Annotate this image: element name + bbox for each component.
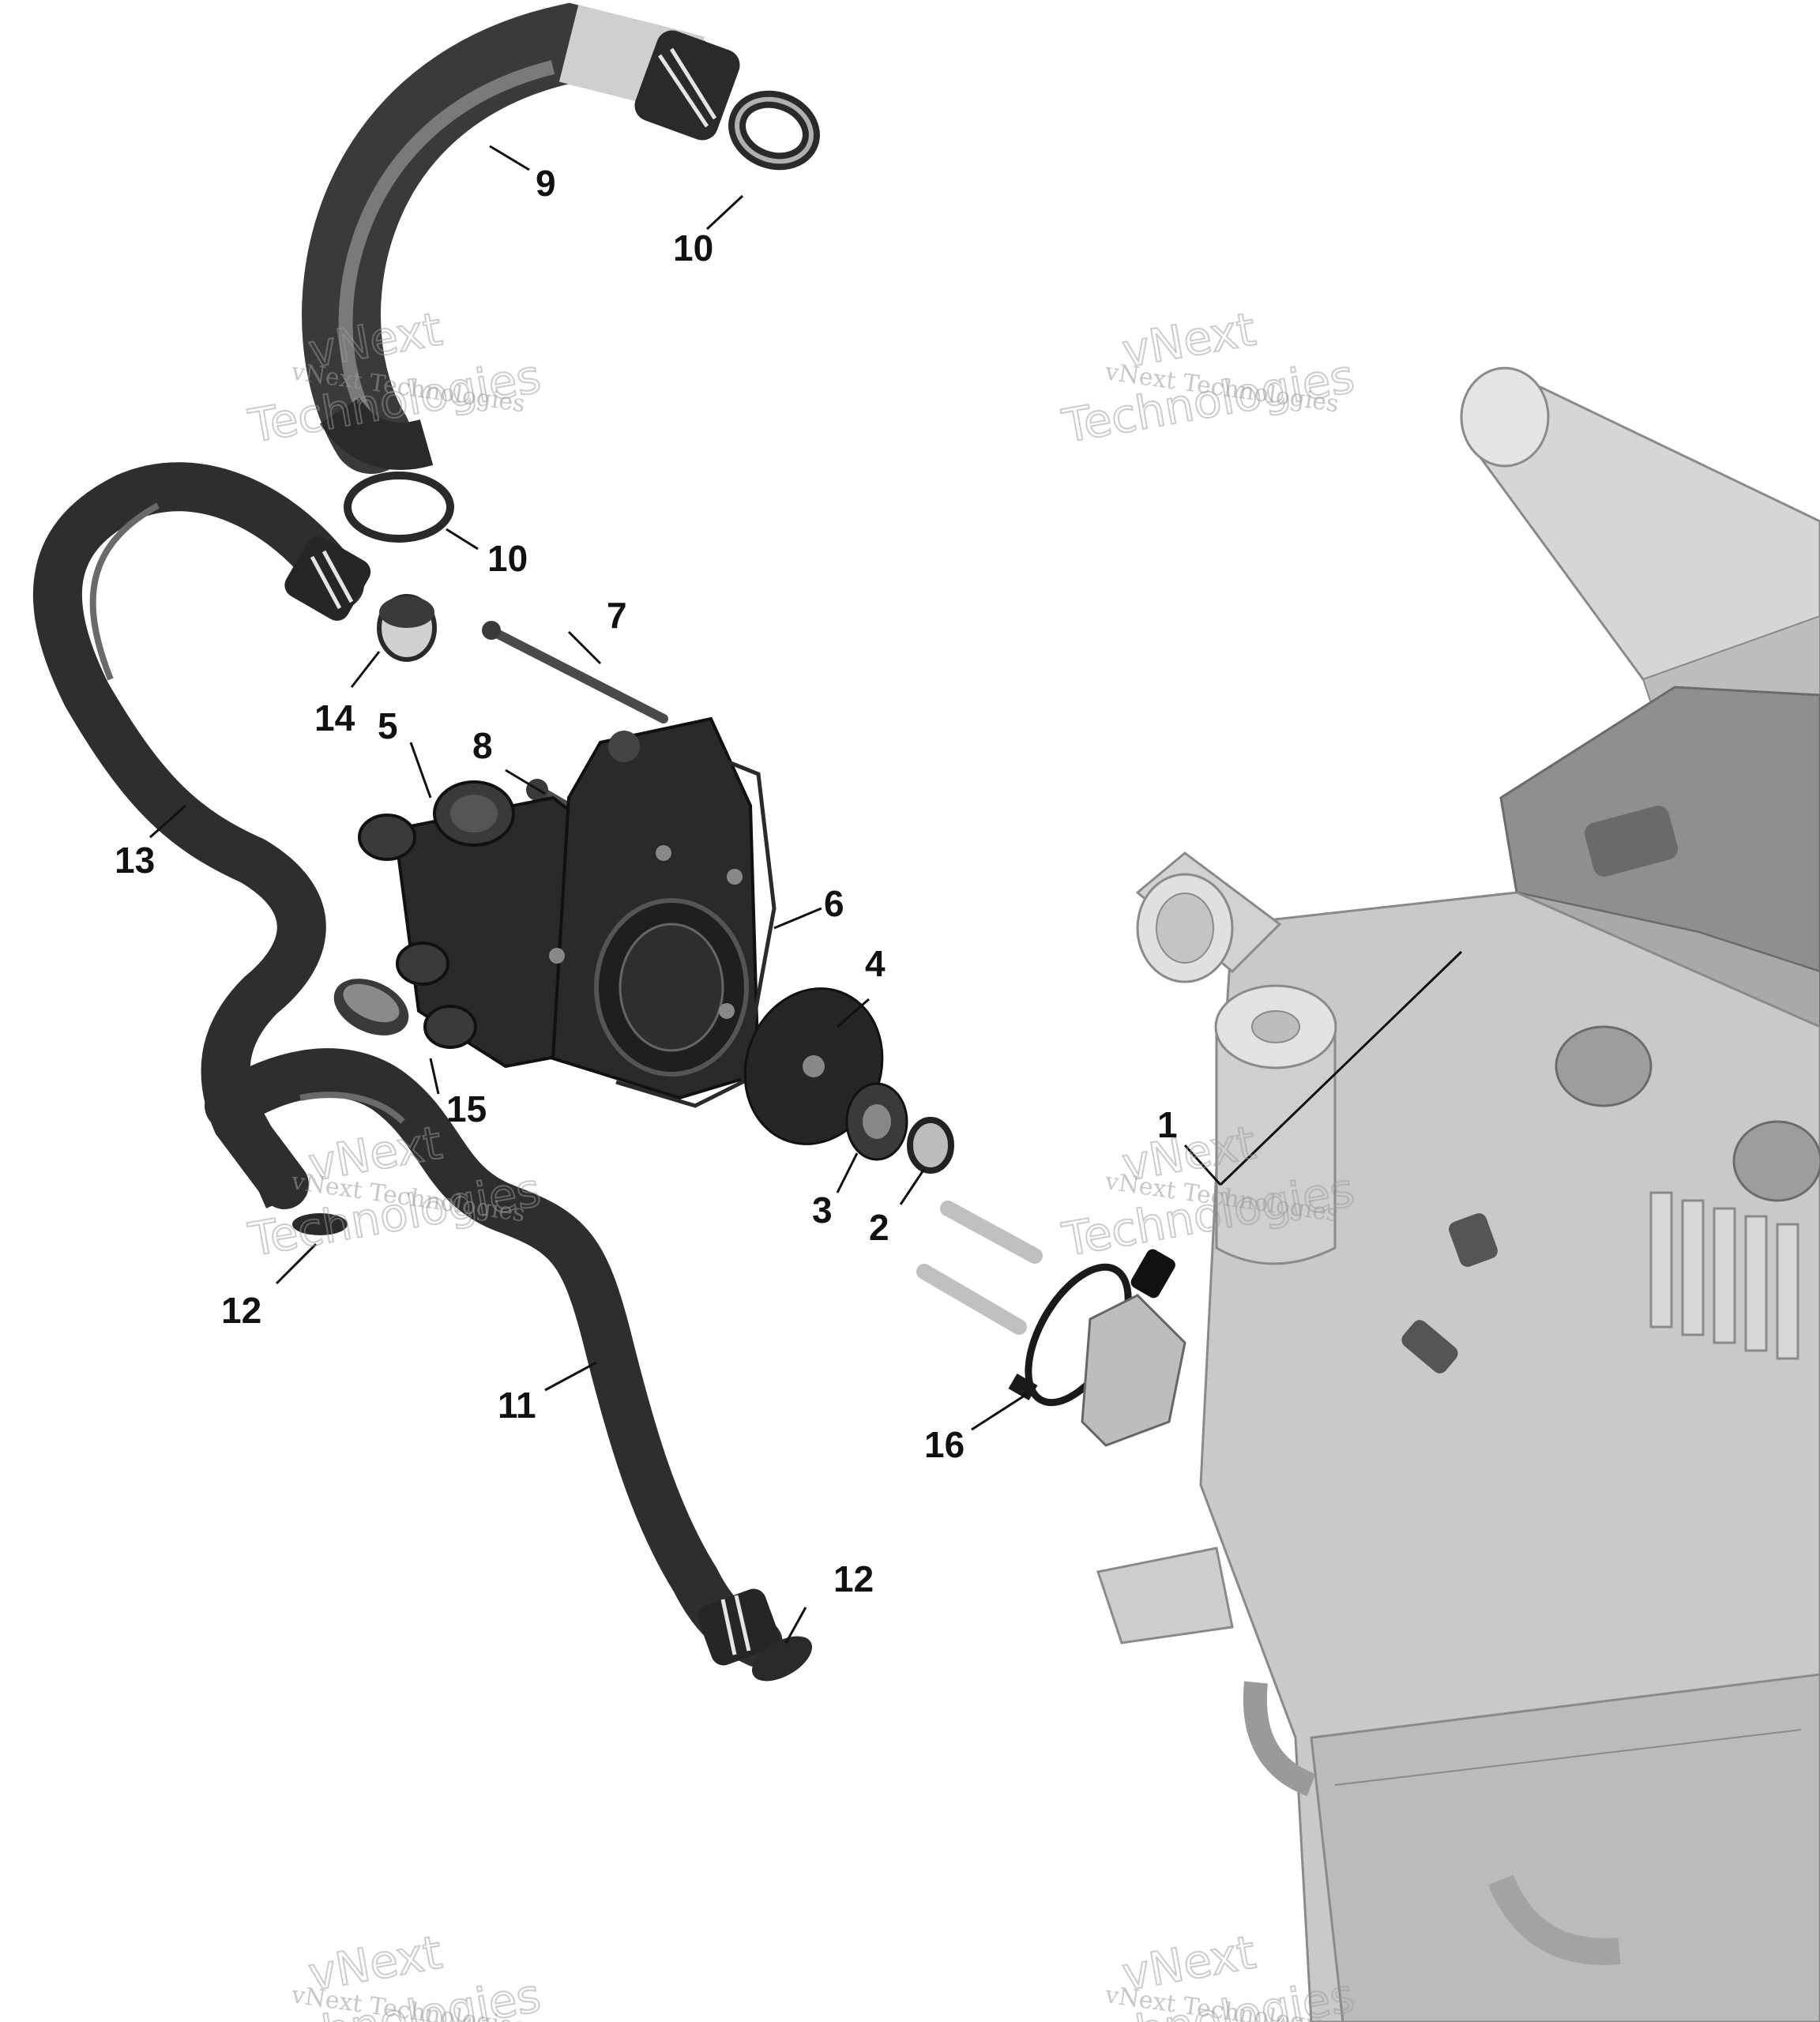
callout-16: 16 xyxy=(924,1424,965,1465)
watermark-bottom-left: vNext Technologies vNext Technologies xyxy=(244,1924,546,2022)
callout-10-top: 10 xyxy=(673,227,713,269)
water-pump-5 xyxy=(358,716,761,1100)
hose-clamp-14 xyxy=(377,594,437,662)
impeller-4 xyxy=(743,987,884,1145)
temperature-sensor-1 xyxy=(1130,1249,1175,1299)
callout-1: 1 xyxy=(1157,1104,1178,1145)
callout-2: 2 xyxy=(869,1207,889,1248)
hose-clamp-10-top xyxy=(728,90,820,171)
callout-3: 3 xyxy=(812,1190,833,1231)
callout-15: 15 xyxy=(446,1088,487,1129)
coolant-hose-11 xyxy=(205,1048,783,1667)
hose-clamp-15 xyxy=(333,979,409,1035)
hose-clamp-12-left xyxy=(292,1213,348,1235)
callout-7: 7 xyxy=(607,595,627,636)
leader-lines xyxy=(149,145,1463,1644)
callout-4: 4 xyxy=(865,943,886,984)
callout-5: 5 xyxy=(378,705,398,746)
hose-clamp-12-bottom xyxy=(752,1636,812,1682)
callout-12-left: 12 xyxy=(221,1290,261,1331)
seal-ring-2 xyxy=(907,1117,954,1174)
callout-8: 8 xyxy=(472,725,493,766)
hose-clamp-10-lower xyxy=(344,472,454,543)
seal-3 xyxy=(845,1082,908,1161)
engine-block xyxy=(1096,366,1820,2022)
callout-6: 6 xyxy=(824,883,844,924)
callout-13: 13 xyxy=(115,840,155,881)
gasket-6 xyxy=(615,756,777,1108)
long-bolt-7 xyxy=(482,621,668,723)
callout-12-bottom: 12 xyxy=(833,1558,874,1599)
callout-labels: 1 2 3 4 5 6 7 8 9 10 10 11 12 12 13 14 1… xyxy=(115,163,1178,1599)
callout-14: 14 xyxy=(314,697,355,739)
callout-11: 11 xyxy=(498,1385,536,1426)
watermark-middle-left: vNext Technologies vNext Technologies xyxy=(244,1114,546,1268)
watermark-top-right: vNext Technologies vNext Technologies xyxy=(1058,301,1359,454)
upper-coolant-hose xyxy=(302,2,740,474)
pump-cover xyxy=(1081,1294,1186,1447)
mounting-bolts xyxy=(916,1201,1043,1335)
bypass-hose-13 xyxy=(32,462,371,1209)
callout-10-lower: 10 xyxy=(487,538,528,579)
callout-9: 9 xyxy=(536,163,556,204)
